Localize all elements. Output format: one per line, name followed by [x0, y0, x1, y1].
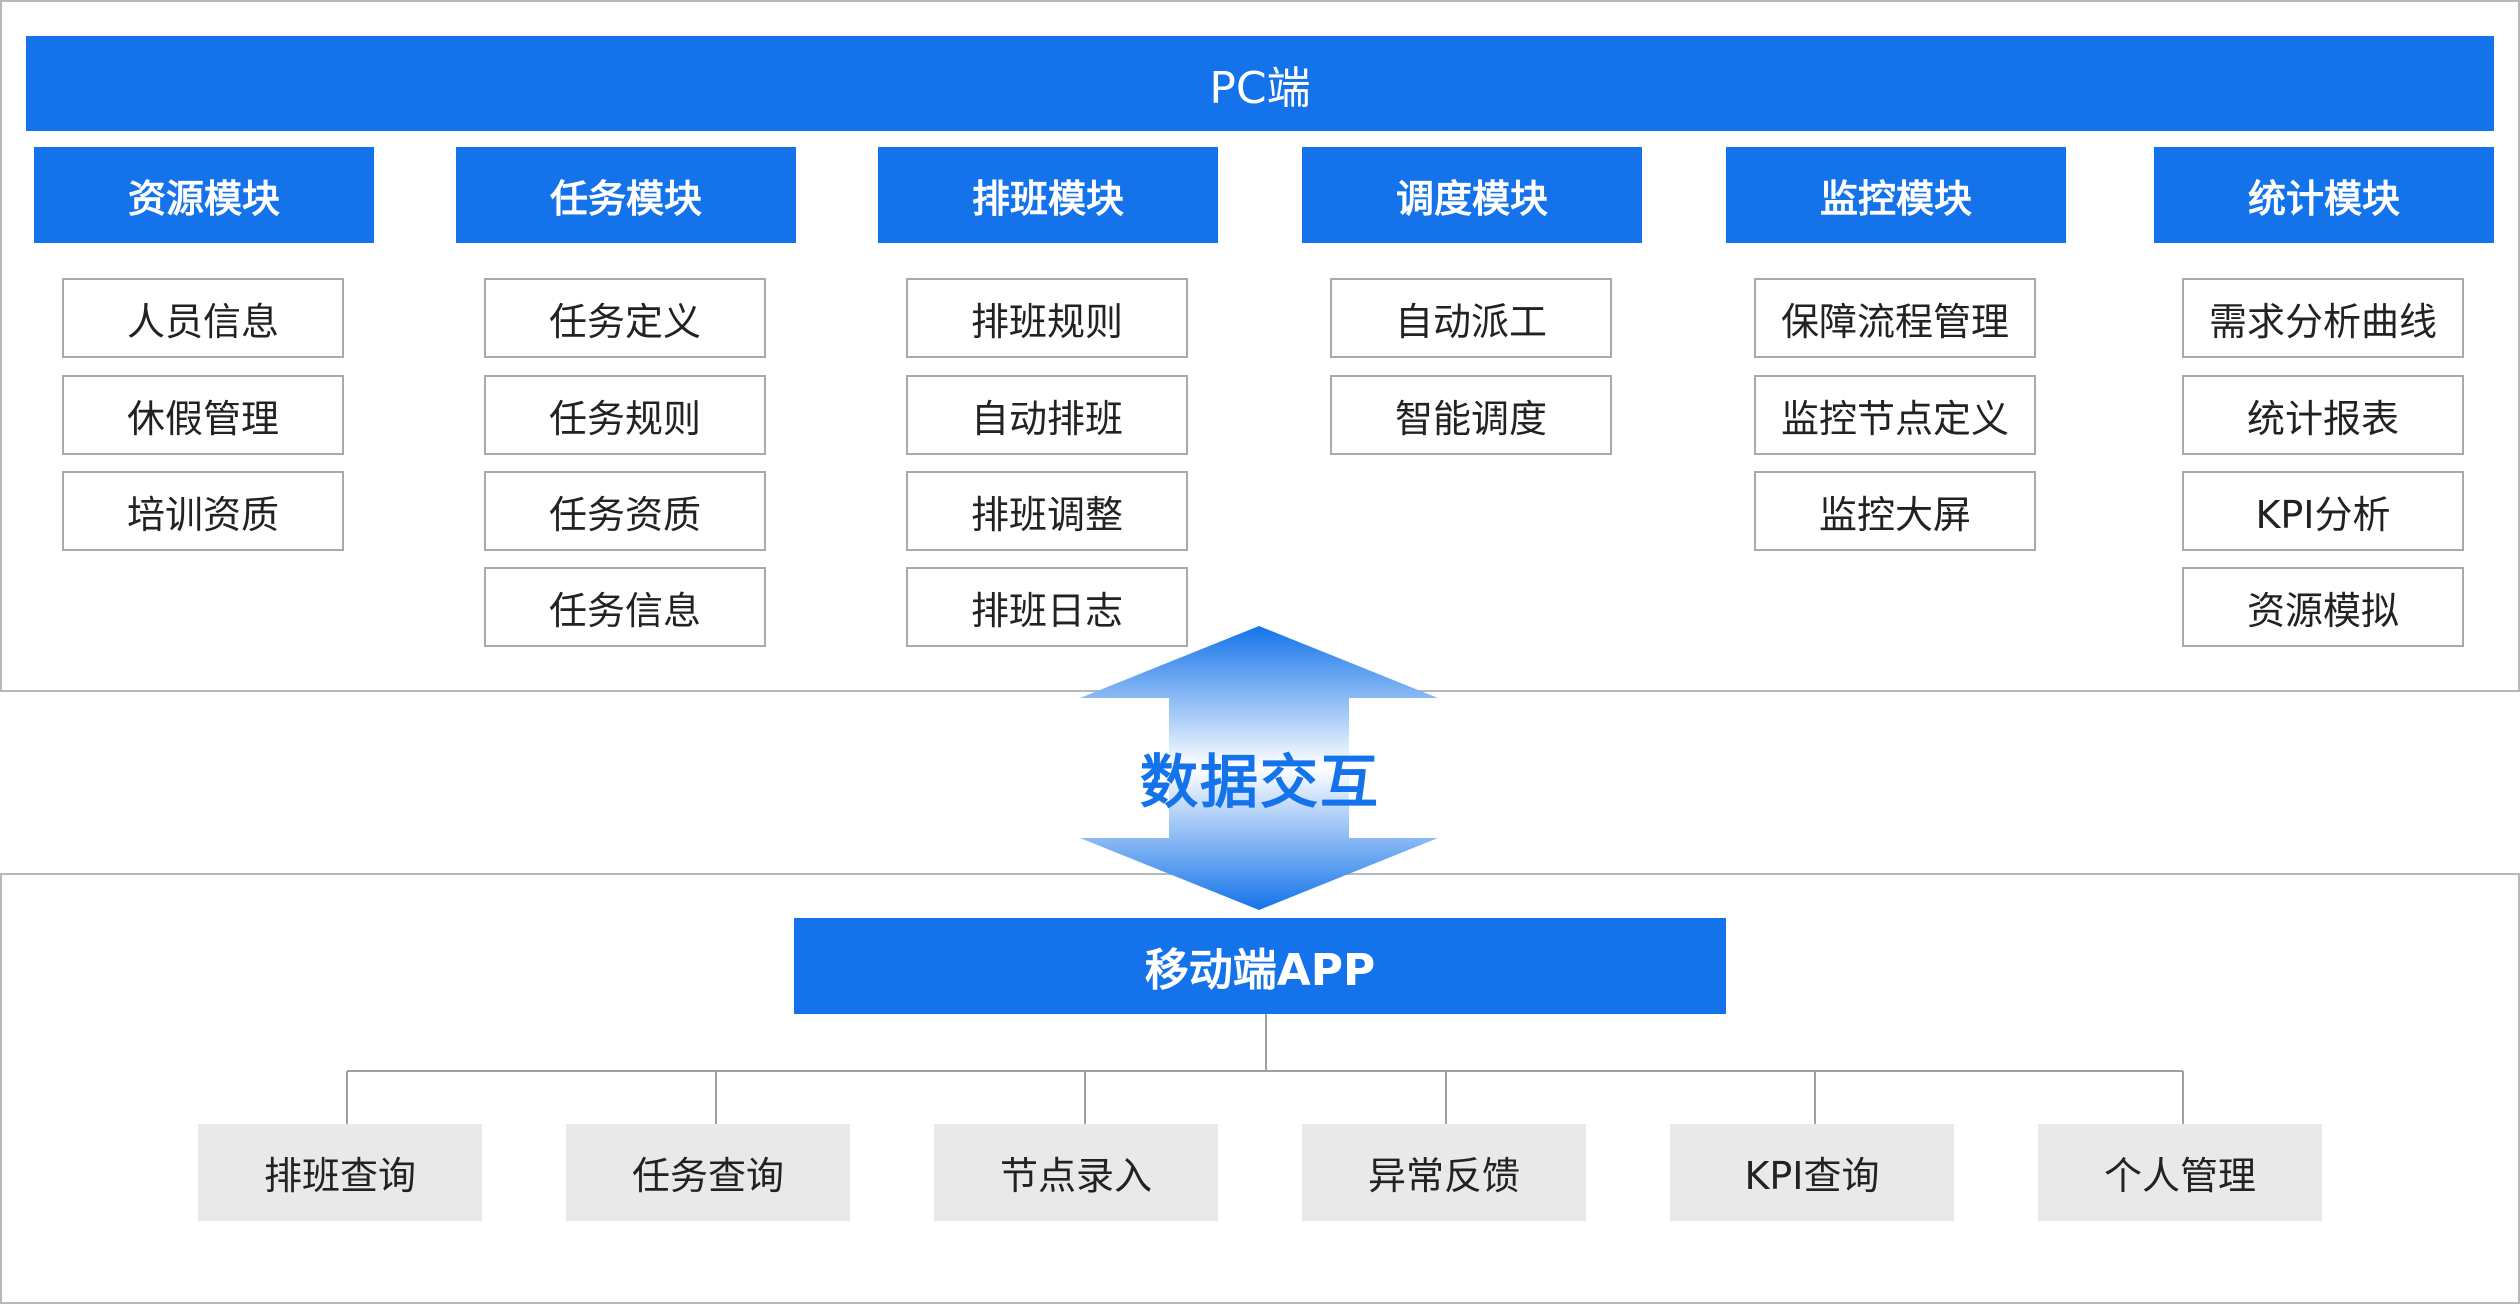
module-item: 监控节点定义	[1754, 375, 2036, 455]
module-item: 任务资质	[484, 471, 766, 551]
module-item: 统计报表	[2182, 375, 2464, 455]
module-item: 排班调整	[906, 471, 1188, 551]
module-item: 任务规则	[484, 375, 766, 455]
app-item-node-entry: 节点录入	[934, 1124, 1218, 1221]
app-item-personal-management: 个人管理	[2038, 1124, 2322, 1221]
module-header-dispatch: 调度模块	[1302, 147, 1642, 243]
module-item: 自动排班	[906, 375, 1188, 455]
module-item: 需求分析曲线	[2182, 278, 2464, 358]
module-item: 排班规则	[906, 278, 1188, 358]
module-item: 任务信息	[484, 567, 766, 647]
module-item: 监控大屏	[1754, 471, 2036, 551]
module-item: 休假管理	[62, 375, 344, 455]
module-header-task: 任务模块	[456, 147, 796, 243]
module-item: 人员信息	[62, 278, 344, 358]
module-item: 保障流程管理	[1754, 278, 2036, 358]
mobile-title-bar: 移动端APP	[794, 918, 1726, 1014]
pc-title-bar: PC端	[26, 36, 2494, 131]
module-header-monitor: 监控模块	[1726, 147, 2066, 243]
module-item: 任务定义	[484, 278, 766, 358]
module-item: 自动派工	[1330, 278, 1612, 358]
app-item-schedule-query: 排班查询	[198, 1124, 482, 1221]
module-header-resource: 资源模块	[34, 147, 374, 243]
module-item: 培训资质	[62, 471, 344, 551]
module-header-stats: 统计模块	[2154, 147, 2494, 243]
module-item: 智能调度	[1330, 375, 1612, 455]
module-item: 排班日志	[906, 567, 1188, 647]
app-item-kpi-query: KPI查询	[1670, 1124, 1954, 1221]
app-item-exception-feedback: 异常反馈	[1302, 1124, 1586, 1221]
data-exchange-arrow-icon	[1080, 626, 1438, 910]
module-item: 资源模拟	[2182, 567, 2464, 647]
data-exchange-label: 数据交互	[1139, 748, 1380, 816]
app-item-task-query: 任务查询	[566, 1124, 850, 1221]
module-item: KPI分析	[2182, 471, 2464, 551]
module-header-schedule: 排班模块	[878, 147, 1218, 243]
